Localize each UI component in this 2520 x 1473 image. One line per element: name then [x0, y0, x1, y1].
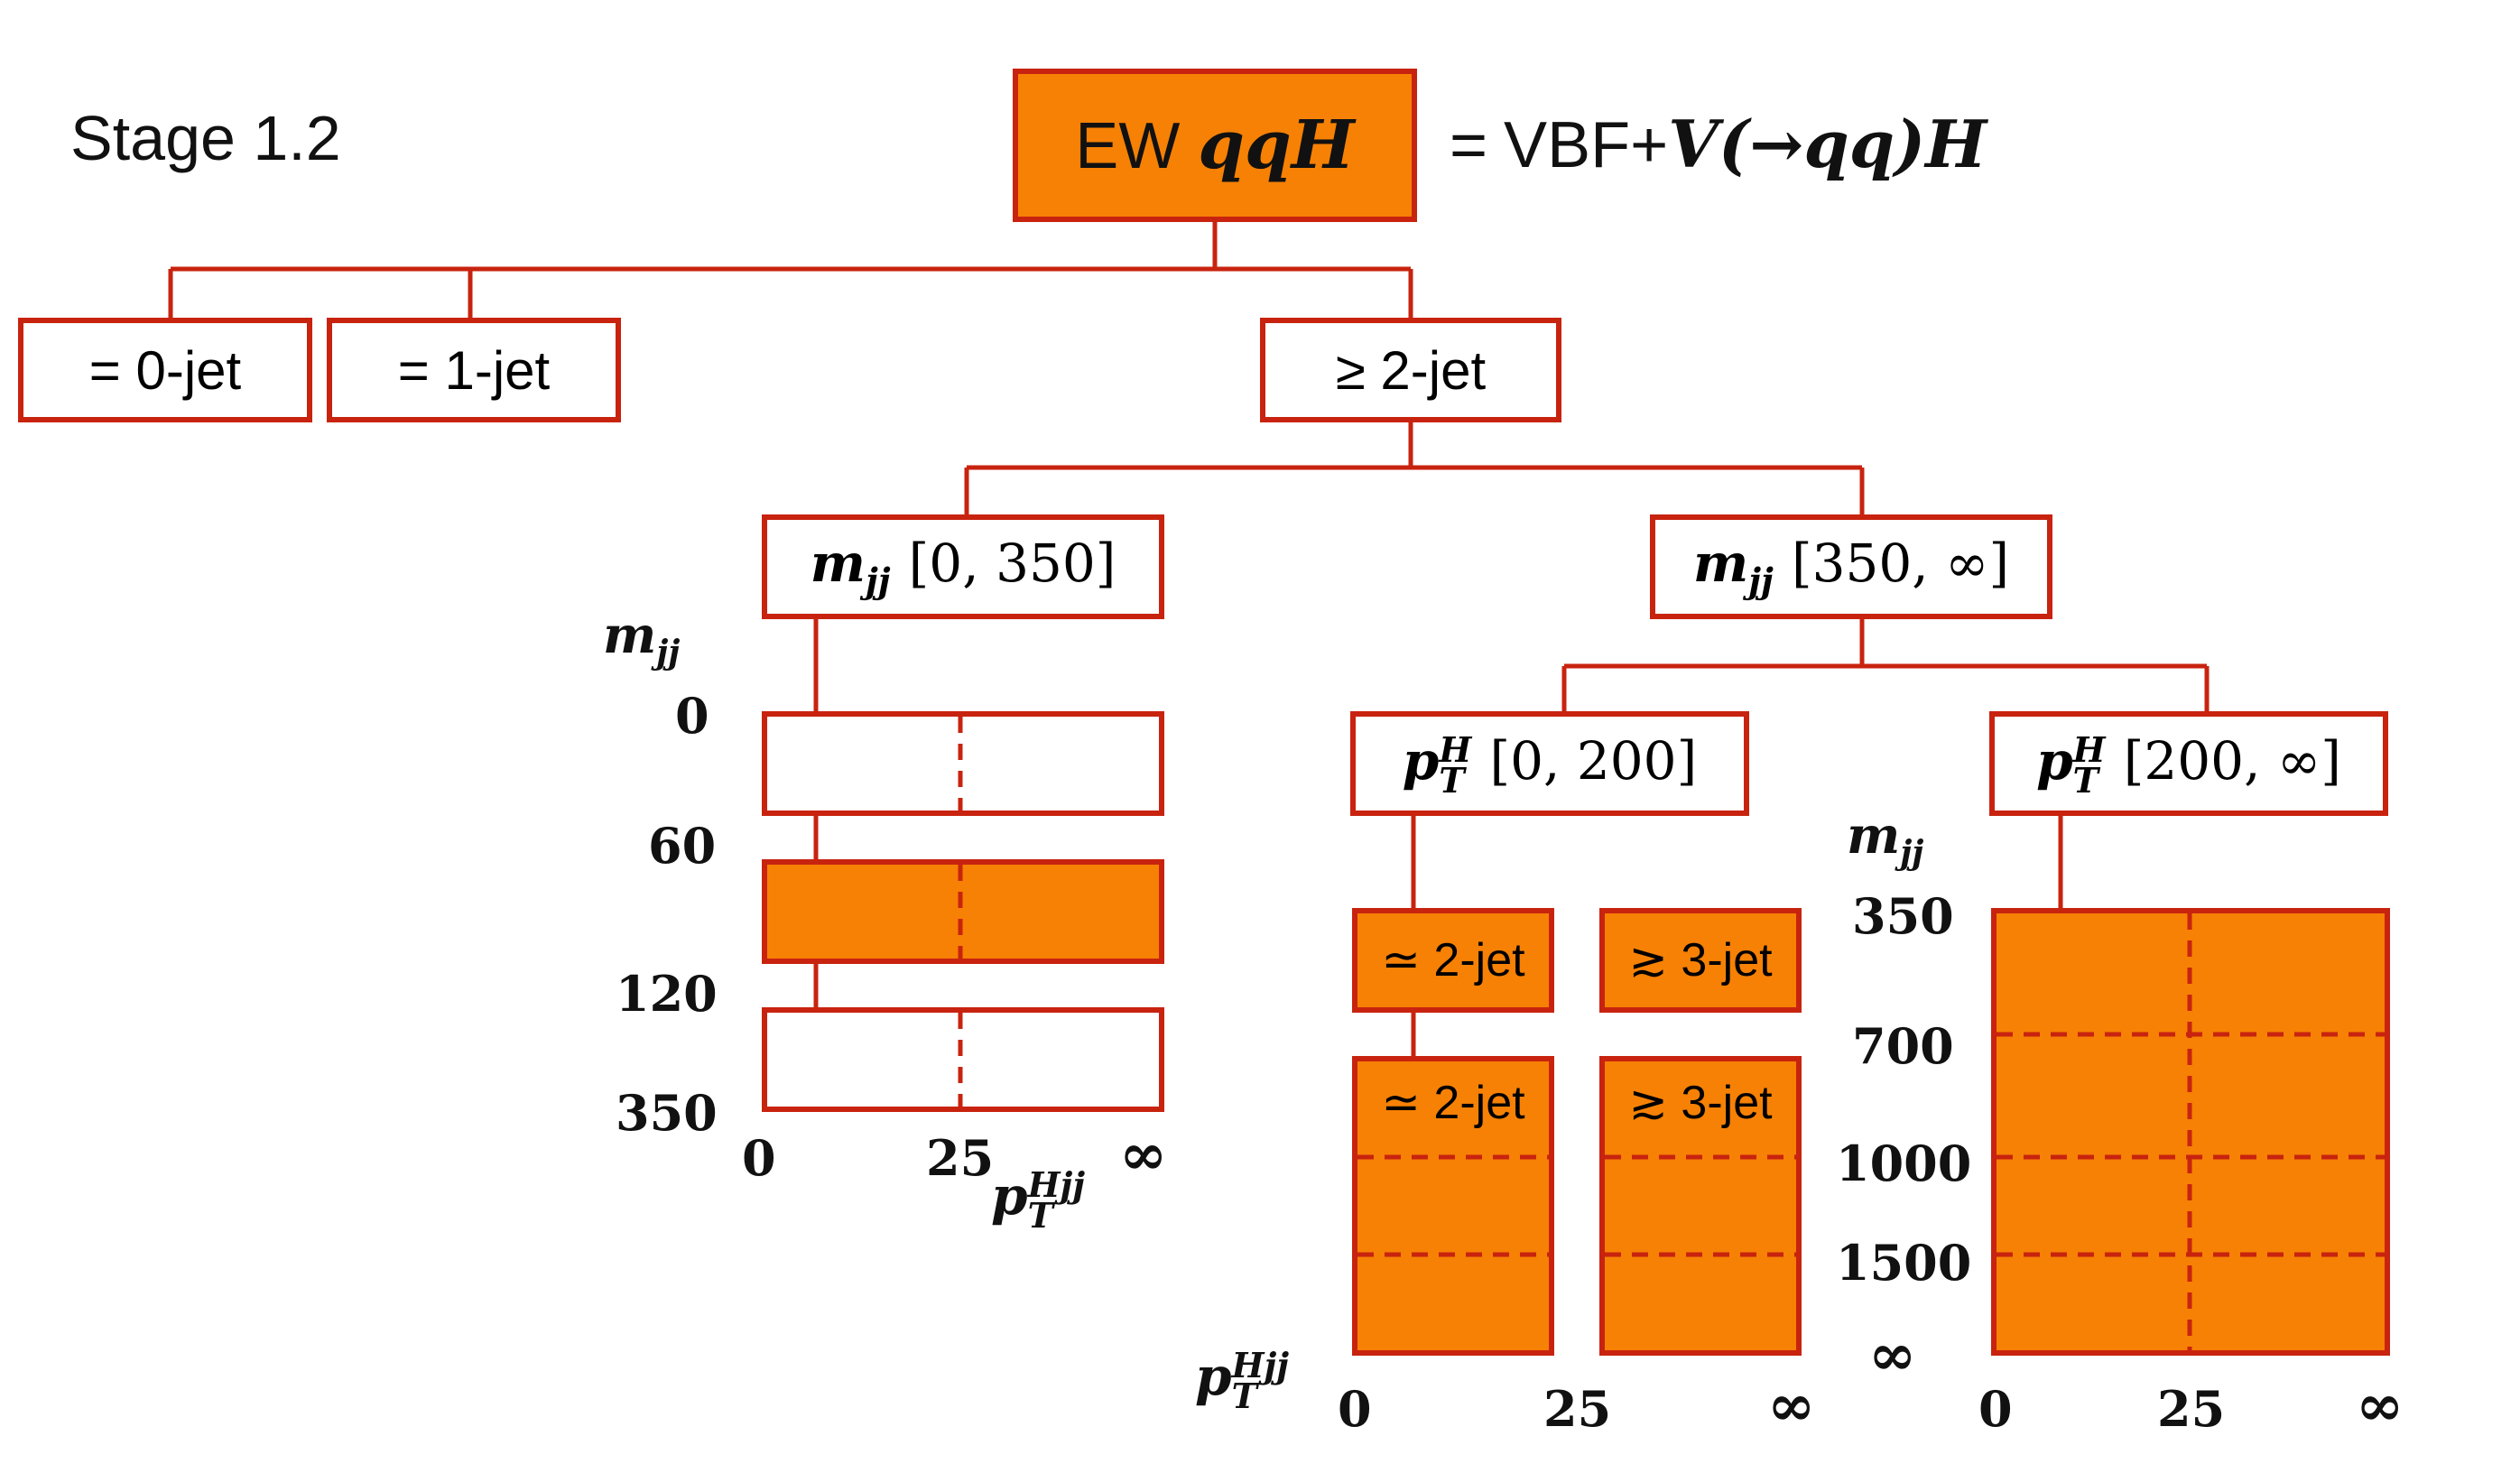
right-pt-tick-25: 25 [2157, 1380, 2226, 1438]
high-mjj-tick-1000: 1000 [1836, 1135, 1972, 1192]
low-mjj-tick-350: 350 [616, 1084, 718, 1142]
high-mjj-tick-1500: 1500 [1836, 1234, 1972, 1292]
cell-row2-2jet: ≃ 2-jet [1352, 1056, 1554, 1356]
low-mjj-tick-60: 60 [648, 817, 717, 875]
mid-pt-tick-25: 25 [1543, 1380, 1612, 1438]
root-label-math: qqH [1198, 107, 1355, 184]
root-definition: = VBF+V(→qq)H [1450, 106, 1987, 182]
low-mjj-tick-0: 0 [675, 687, 709, 745]
node-0-jet: = 0-jet [18, 318, 312, 422]
root-node-ew-qqh: EW qqH [1013, 69, 1417, 222]
mid-pt-tick-inf: ∞ [1767, 1372, 1816, 1440]
low-pt-tick-0: 0 [742, 1129, 776, 1187]
low-mjj-tick-120: 120 [616, 965, 718, 1023]
pth-high-grid [1991, 908, 2390, 1356]
low-mjj-axis-title: mjj [603, 606, 681, 672]
low-pt-tick-25: 25 [926, 1129, 995, 1187]
page-title: Stage 1.2 [70, 103, 341, 173]
high-mjj-axis-title: mjj [1847, 806, 1924, 873]
low-mjj-bin-0-60 [762, 711, 1164, 816]
node-mjj-low: mjj [0, 350] [762, 514, 1164, 619]
node-2-jet: ≥ 2-jet [1260, 318, 1561, 422]
cell-row2-3jet: ≳ 3-jet [1599, 1056, 1802, 1356]
high-mjj-tick-700: 700 [1852, 1017, 1954, 1075]
root-label-prefix: EW [1075, 110, 1181, 182]
right-pt-tick-inf: ∞ [2356, 1372, 2404, 1440]
low-mjj-bin-120-350 [762, 1007, 1164, 1112]
high-mjj-tick-inf: ∞ [1868, 1321, 1917, 1389]
low-pt-tick-inf: ∞ [1119, 1121, 1168, 1189]
cell-row1-2jet: ≃ 2-jet [1352, 908, 1554, 1013]
node-mjj-high: mjj [350, ∞] [1650, 514, 2052, 619]
right-pt-tick-0: 0 [1978, 1380, 2013, 1438]
low-mjj-bin-60-120 [762, 859, 1164, 964]
mid-pt-tick-0: 0 [1338, 1380, 1372, 1438]
node-1-jet: = 1-jet [327, 318, 621, 422]
cell-row1-3jet: ≳ 3-jet [1599, 908, 1802, 1013]
high-mjj-tick-350: 350 [1852, 887, 1954, 945]
